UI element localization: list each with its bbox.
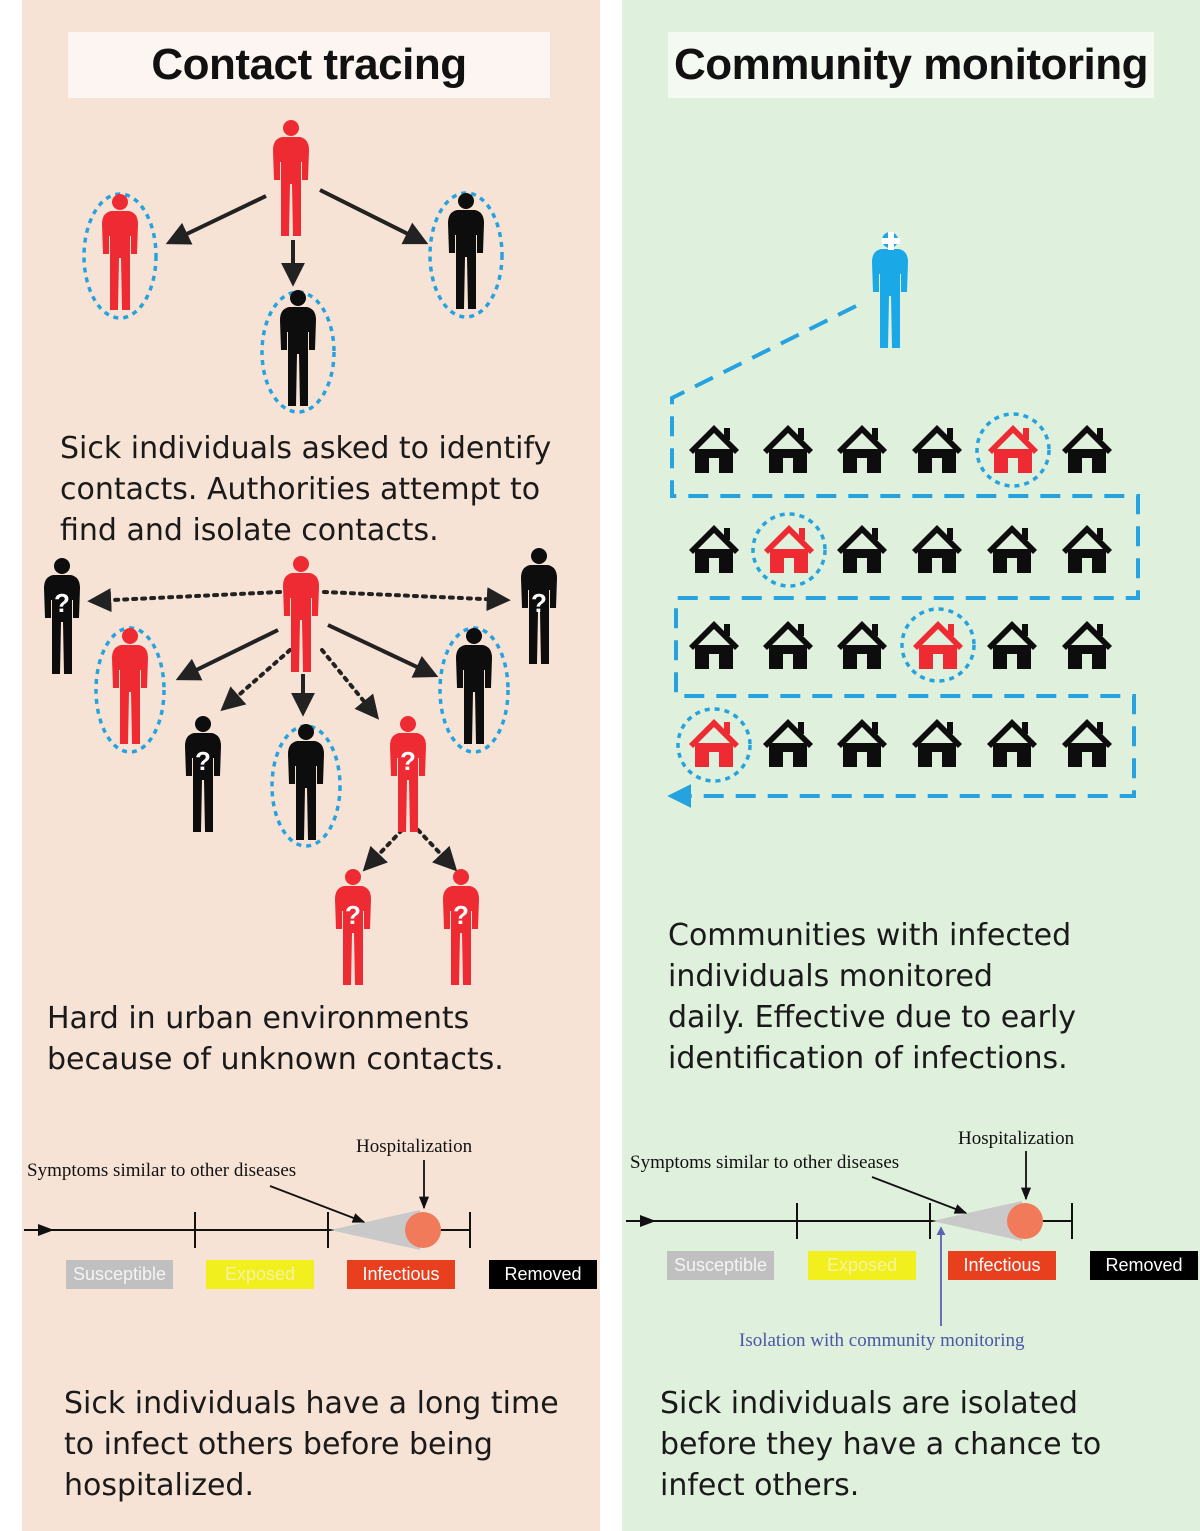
house-icon (912, 425, 962, 473)
person-icon (280, 290, 316, 406)
right-timeline (626, 1151, 1073, 1326)
person-icon (112, 628, 148, 744)
right-stage-exposed: Exposed (808, 1251, 916, 1280)
right-stage-infectious: Infectious (948, 1251, 1056, 1280)
right-hospitalization-label: Hospitalization (958, 1128, 1075, 1149)
house-icon (1062, 621, 1112, 669)
person-icon (288, 724, 324, 840)
left-stage-exposed: Exposed (206, 1260, 314, 1289)
house-icon (912, 719, 962, 767)
left-stage-susceptible: Susceptible (66, 1260, 173, 1289)
house-icon (763, 621, 813, 669)
house-icon (764, 525, 814, 573)
tracing-tree-expanded: ? ? ? ? ? ? (44, 548, 557, 985)
left-stage-infectious: Infectious (347, 1260, 455, 1289)
house-icon (1062, 719, 1112, 767)
right-stage-removed: Removed (1090, 1251, 1198, 1280)
house-icon (837, 621, 887, 669)
monitoring-route (667, 232, 1140, 808)
house-icon (987, 525, 1037, 573)
house-icon (689, 621, 739, 669)
question-icon: ? (54, 588, 70, 618)
house-icon (689, 719, 739, 767)
right-stage-susceptible: Susceptible (667, 1251, 774, 1280)
isolation-label: Isolation with community monitoring (739, 1330, 1025, 1351)
house-icon (987, 719, 1037, 767)
question-icon: ? (531, 588, 547, 618)
left-stage-removed: Removed (489, 1260, 597, 1289)
left-symptoms-label: Symptoms similar to other diseases (27, 1160, 297, 1181)
house-icon (837, 719, 887, 767)
contact-tracing-title: Contact tracing (68, 32, 550, 98)
house-icon (1062, 425, 1112, 473)
person-icon (448, 193, 484, 309)
house-icon (912, 525, 962, 573)
question-icon: ? (195, 746, 211, 776)
question-icon: ? (400, 746, 416, 776)
person-icon (102, 194, 138, 310)
arrow-icon (640, 1215, 656, 1227)
house-icon (763, 719, 813, 767)
house-icon (689, 425, 739, 473)
house-icon (837, 525, 887, 573)
house-icon (689, 525, 739, 573)
arrow-icon (38, 1224, 54, 1236)
left-timeline (24, 1160, 471, 1250)
question-icon: ? (453, 900, 469, 930)
tracing-tree-top (82, 120, 504, 414)
house-icon (763, 425, 813, 473)
community-monitoring-title: Community monitoring (668, 32, 1154, 98)
person-icon (283, 556, 319, 672)
house-icon (837, 425, 887, 473)
person-icon (456, 628, 492, 744)
person-icon (273, 120, 309, 236)
question-icon: ? (345, 900, 361, 930)
house-icon (987, 621, 1037, 669)
left-hospitalization-label: Hospitalization (356, 1136, 473, 1157)
house-icon (988, 425, 1038, 473)
house-icon (913, 621, 963, 669)
house-grid (676, 412, 1112, 783)
house-icon (1062, 525, 1112, 573)
right-symptoms-label: Symptoms similar to other diseases (630, 1152, 900, 1173)
